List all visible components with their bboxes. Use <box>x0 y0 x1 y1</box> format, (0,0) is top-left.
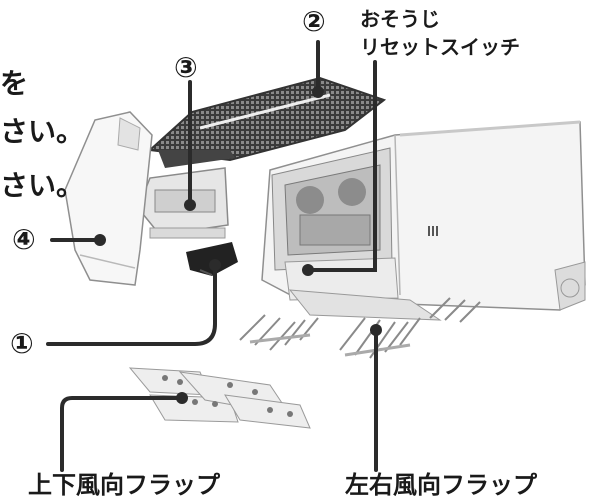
leader-1 <box>46 263 217 346</box>
cut-text-1: を <box>0 67 29 100</box>
leader-vertical-flap <box>60 396 184 472</box>
callout-4: ④ <box>12 223 36 256</box>
vertical-flaps <box>128 367 311 429</box>
small-part <box>186 242 238 276</box>
reset-switch-label-line1: おそうじ <box>360 7 440 31</box>
cut-text-3: さい。 <box>0 169 85 202</box>
filter-unit <box>137 167 229 239</box>
callout-2: ② <box>302 5 326 38</box>
leader-lines <box>46 40 378 472</box>
indoor-unit-body <box>261 120 586 311</box>
callout-1: ① <box>10 327 34 360</box>
horizontal-flaps <box>239 289 481 359</box>
callout-3: ③ <box>174 51 198 84</box>
vertical-flap-label: 上下風向フラップ <box>28 471 220 499</box>
horizontal-flap-label: 左右風向フラップ <box>345 471 537 499</box>
leader-reset-switch <box>306 60 377 272</box>
cut-text-2: さい。 <box>0 115 85 148</box>
reset-switch-label-line2: リセットスイッチ <box>360 35 520 59</box>
